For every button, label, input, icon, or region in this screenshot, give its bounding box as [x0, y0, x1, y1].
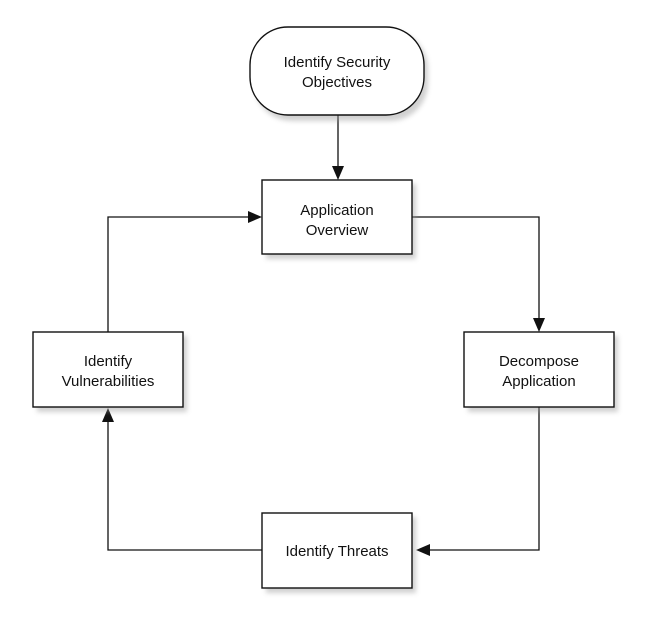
arrowhead-threats-right: [416, 544, 430, 556]
arrowhead-vulnerabilities-bottom: [102, 408, 114, 422]
arrowhead-overview-top: [332, 166, 344, 180]
vulnerabilities-label-line-2: Vulnerabilities: [62, 373, 155, 390]
arrowhead-decompose-top: [533, 318, 545, 332]
decompose-label-line-1: Decompose: [499, 353, 579, 370]
node-application-overview: Application Overview: [261, 179, 416, 259]
arrowhead-overview-left: [248, 211, 262, 223]
threats-label: Identify Threats: [285, 543, 388, 560]
node-decompose-application: Decompose Application: [463, 331, 618, 412]
connector-decompose-to-threats: [428, 407, 540, 551]
objectives-label-line-1: Identify Security: [284, 54, 391, 71]
decompose-label-line-2: Application: [502, 373, 575, 390]
overview-label-line-1: Application: [300, 202, 373, 219]
objectives-label-line-2: Objectives: [302, 74, 372, 91]
node-identify-vulnerabilities: Identify Vulnerabilities: [32, 331, 187, 412]
node-identify-security-objectives: Identify Security Objectives: [249, 26, 428, 121]
node-identify-threats: Identify Threats: [261, 512, 416, 593]
overview-label-line-2: Overview: [306, 222, 369, 239]
vulnerabilities-label-line-1: Identify: [84, 353, 133, 370]
connector-threats-to-vulnerabilities: [107, 420, 262, 551]
connectors: [102, 115, 545, 556]
connector-overview-to-decompose: [412, 216, 540, 320]
connector-vulnerabilities-to-overview: [107, 216, 250, 332]
